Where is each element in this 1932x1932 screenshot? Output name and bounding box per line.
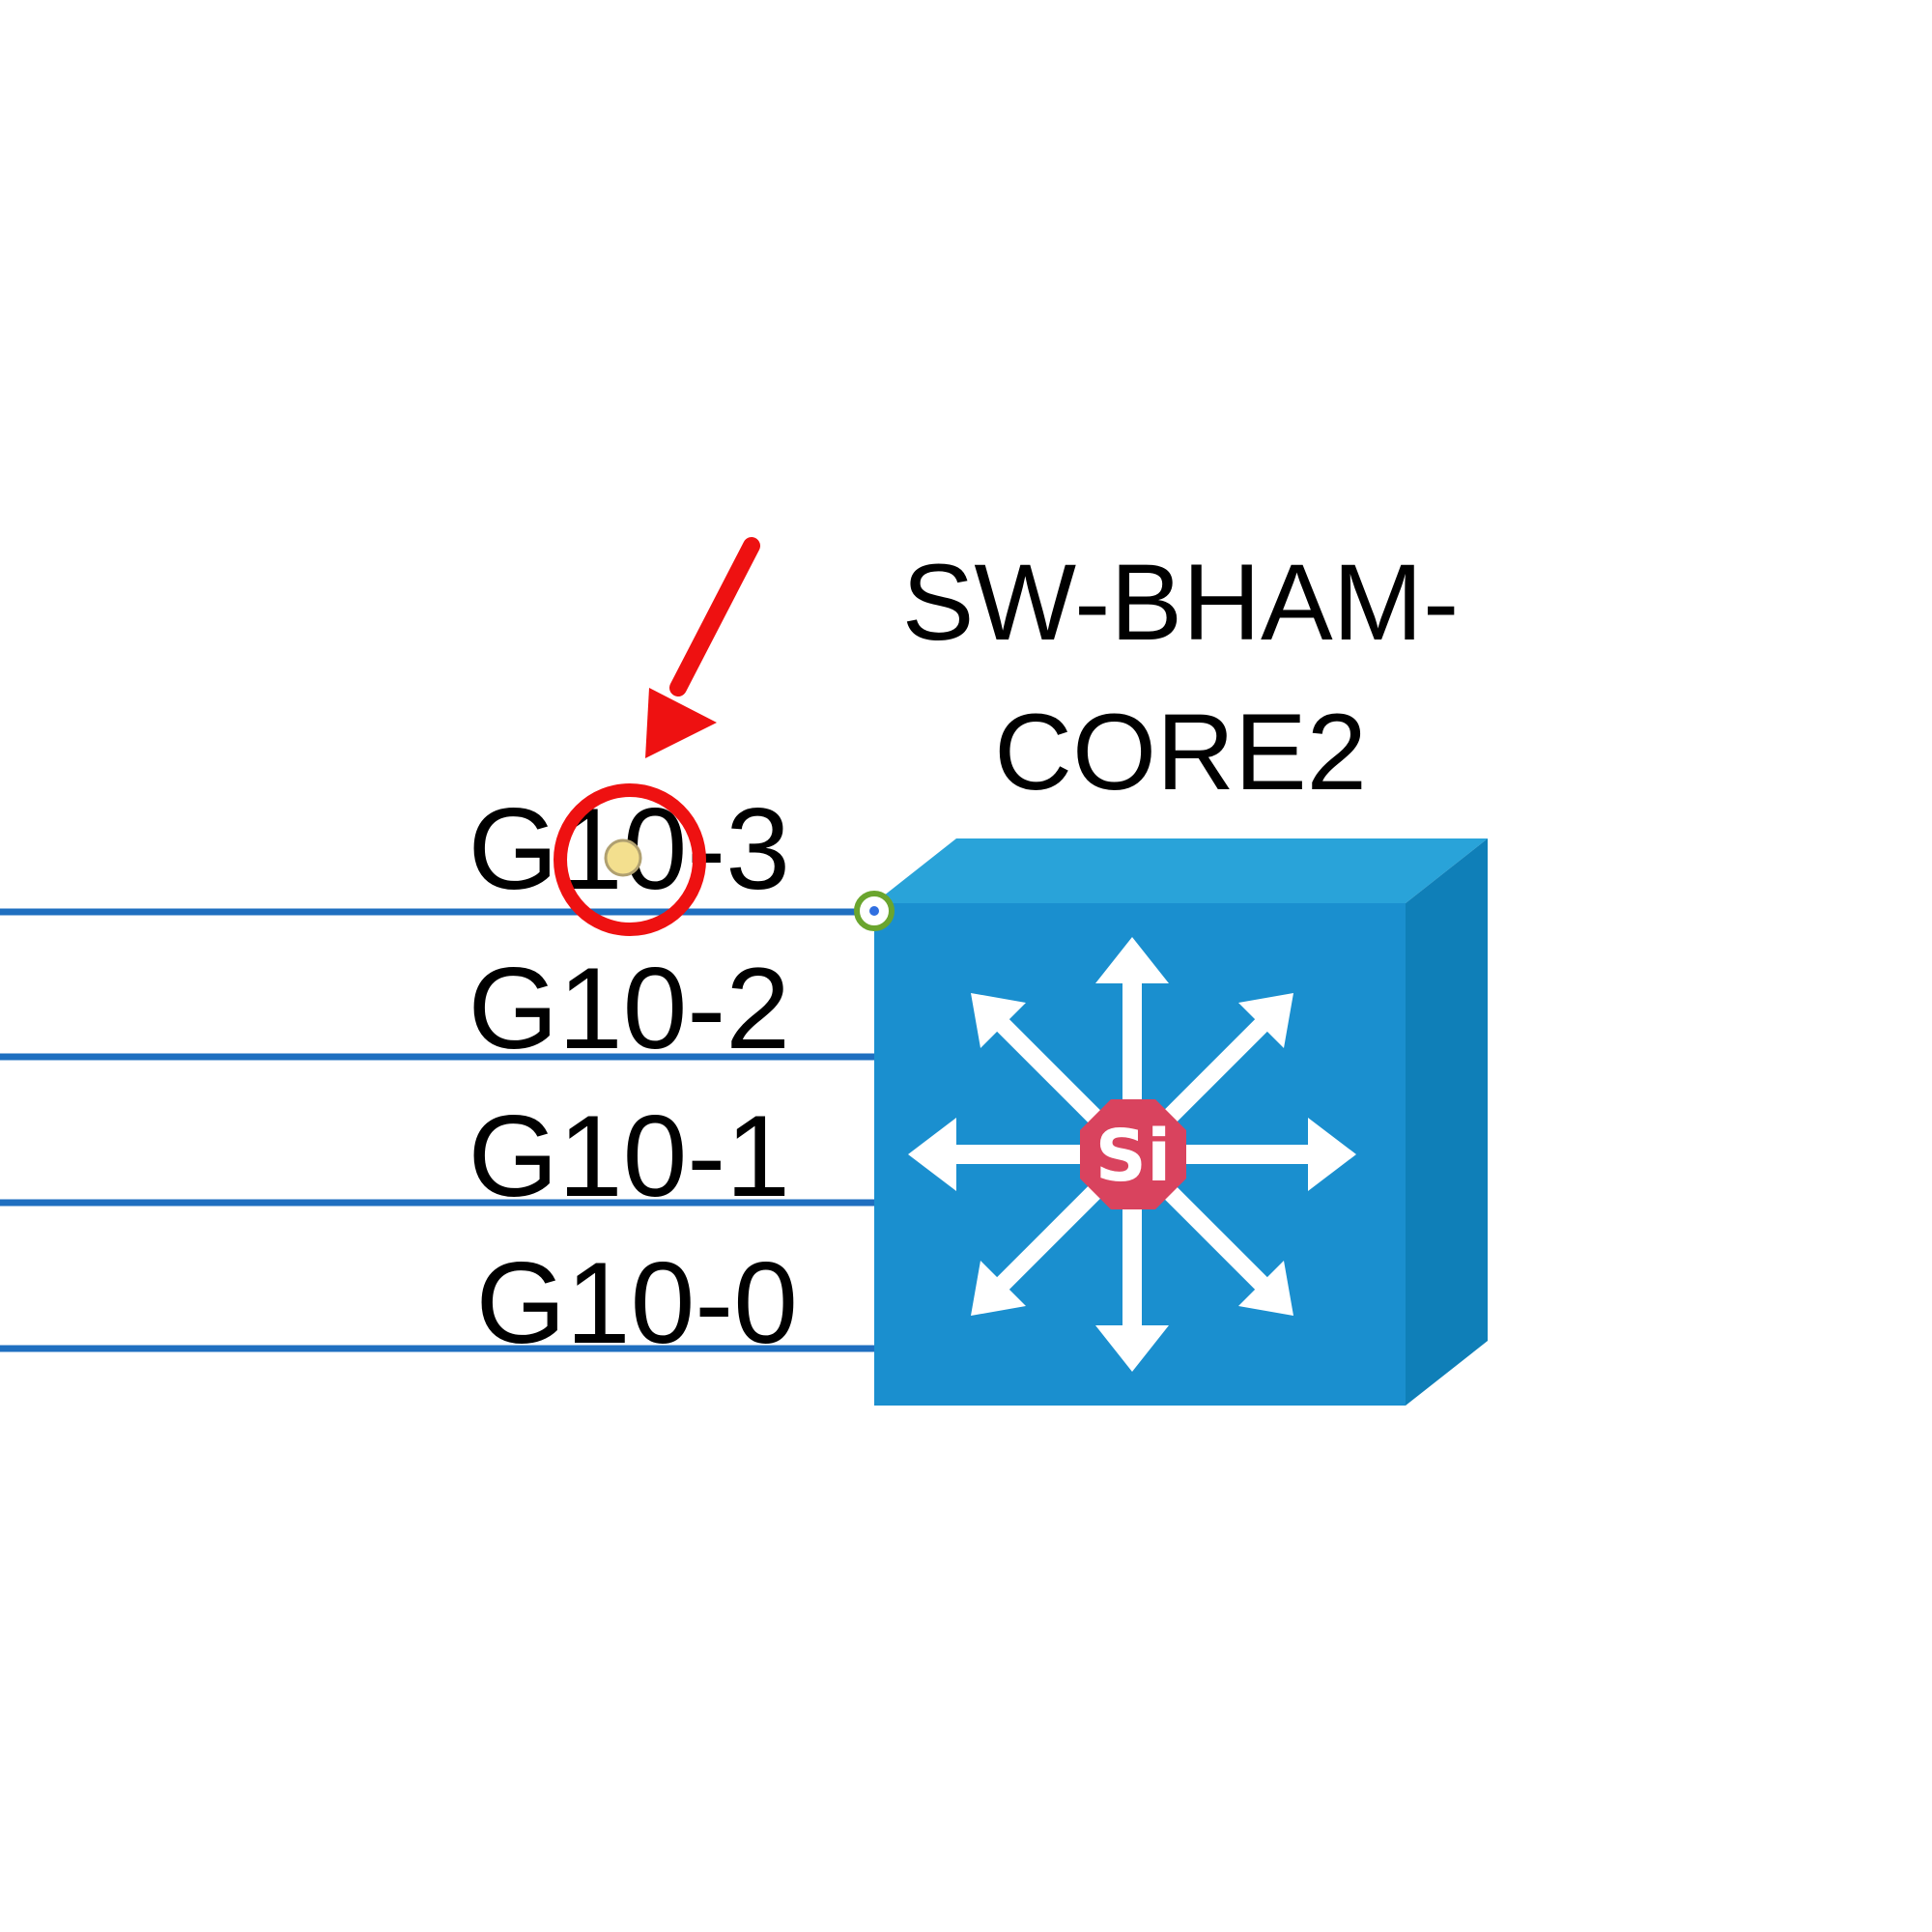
port-label-g10-0: G10-0 — [475, 1238, 798, 1368]
highlight-circle — [554, 783, 706, 936]
link-group — [0, 908, 874, 1352]
port-label-g10-1: G10-1 — [468, 1092, 790, 1221]
device-name-line1: SW-BHAM- — [902, 542, 1460, 663]
annotation-arrow — [645, 537, 760, 758]
si-badge-text: Si — [1095, 1115, 1172, 1198]
switch-side-face — [1406, 838, 1488, 1406]
port-connection-handle[interactable] — [854, 891, 895, 931]
port-label-g10-2: G10-2 — [468, 944, 790, 1073]
si-badge: Si — [1080, 1099, 1186, 1209]
switch-top-face — [874, 838, 1488, 903]
device-name-line2: CORE2 — [994, 692, 1367, 812]
layer3-switch-icon[interactable]: Si — [874, 838, 1488, 1406]
cursor-marker — [604, 838, 642, 877]
